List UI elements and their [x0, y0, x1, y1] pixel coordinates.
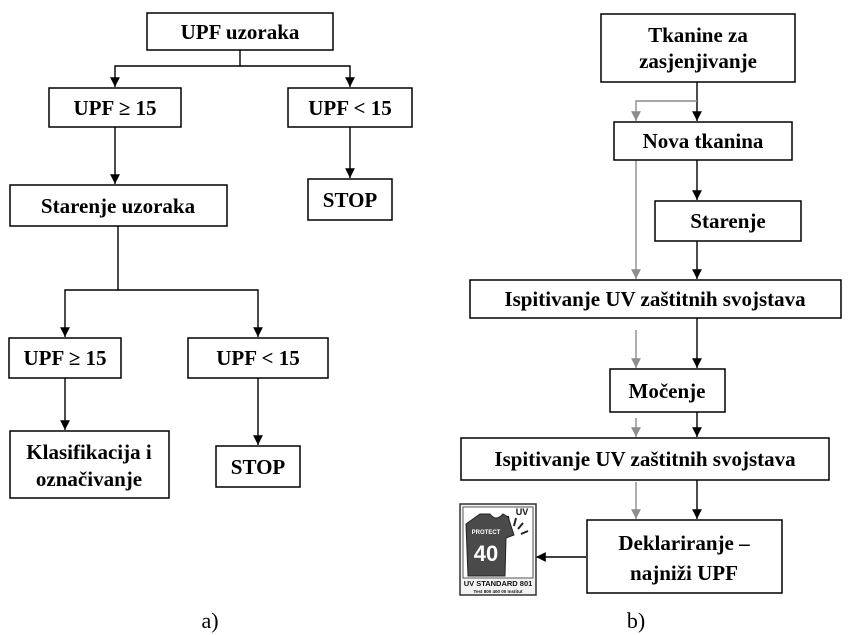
node-starenje-uzoraka: Starenje uzoraka	[9, 184, 228, 227]
node-klasifikacija-label-line1: Klasifikacija i	[26, 440, 152, 464]
node-stop-bottom: STOP	[215, 445, 301, 488]
node-mocenje: Močenje	[609, 368, 726, 413]
node-deklariranje-label-line2: najniži UPF	[630, 561, 738, 585]
node-upf-lt-15-bottom: UPF < 15	[187, 337, 329, 379]
node-klasifikacija: Klasifikacija i označivanje	[9, 430, 170, 499]
node-tkanine: Tkanine za zasjenjivanje	[600, 13, 796, 83]
uv-label-value: 40	[474, 541, 498, 566]
diagram-a: UPF uzoraka UPF ≥ 15 UPF < 15 Starenje u…	[8, 12, 413, 633]
node-upf-lt-15-top: UPF < 15	[287, 87, 413, 128]
node-ispitivanje-2: Ispitivanje UV zaštitnih svojstava	[460, 437, 830, 481]
uv-label-protect: PROTECT	[472, 530, 501, 536]
caption-b: b)	[627, 608, 645, 633]
node-stop-top: STOP	[307, 178, 393, 221]
node-ispitivanje-1: Ispitivanje UV zaštitnih svojstava	[469, 279, 842, 319]
node-upf-ge-15-bottom: UPF ≥ 15	[8, 337, 122, 379]
uv-standard-label: UV PROTECT 40 UV STANDARD 801 Test 800 4…	[459, 503, 537, 596]
node-tkanine-label-line2: zasjenjivanje	[639, 49, 757, 73]
caption-a: a)	[201, 608, 218, 633]
node-ispitivanje-1-label: Ispitivanje UV zaštitnih svojstava	[504, 287, 806, 311]
node-starenje-uzoraka-label: Starenje uzoraka	[41, 194, 196, 218]
node-starenje: Starenje	[654, 200, 802, 242]
node-starenje-label: Starenje	[690, 209, 765, 233]
node-upf-uzoraka-label: UPF uzoraka	[181, 20, 300, 44]
node-mocenje-label: Močenje	[629, 379, 706, 403]
shirt-icon	[465, 513, 515, 577]
node-nova-tkanina: Nova tkanina	[613, 121, 793, 161]
diagram-b-connectors	[536, 82, 702, 562]
node-tkanine-label-line1: Tkanine za	[648, 23, 748, 47]
diagram-b: Tkanine za zasjenjivanje Nova tkanina St…	[459, 13, 842, 633]
node-klasifikacija-label-line2: označivanje	[36, 467, 142, 491]
node-stop-top-label: STOP	[323, 188, 378, 212]
node-deklariranje: Deklariranje – najniži UPF	[586, 519, 783, 594]
node-upf-lt-15-top-label: UPF < 15	[308, 96, 392, 120]
node-stop-bottom-label: STOP	[231, 455, 286, 479]
node-upf-uzoraka: UPF uzoraka	[146, 12, 334, 51]
node-ispitivanje-2-label: Ispitivanje UV zaštitnih svojstava	[494, 447, 796, 471]
uv-label-footer: Test 800 400 00 Institut	[474, 589, 523, 594]
node-upf-lt-15-bottom-label: UPF < 15	[216, 346, 300, 370]
node-deklariranje-label-line1: Deklariranje –	[618, 531, 750, 555]
uv-label-corner: UV	[516, 507, 529, 517]
uv-label-standard: UV STANDARD 801	[464, 579, 533, 588]
node-nova-tkanina-label: Nova tkanina	[643, 129, 764, 153]
node-upf-ge-15-bottom-label: UPF ≥ 15	[23, 346, 106, 370]
node-upf-ge-15-top: UPF ≥ 15	[48, 87, 182, 128]
diagram-a-connectors	[60, 50, 355, 445]
node-upf-ge-15-top-label: UPF ≥ 15	[73, 96, 156, 120]
